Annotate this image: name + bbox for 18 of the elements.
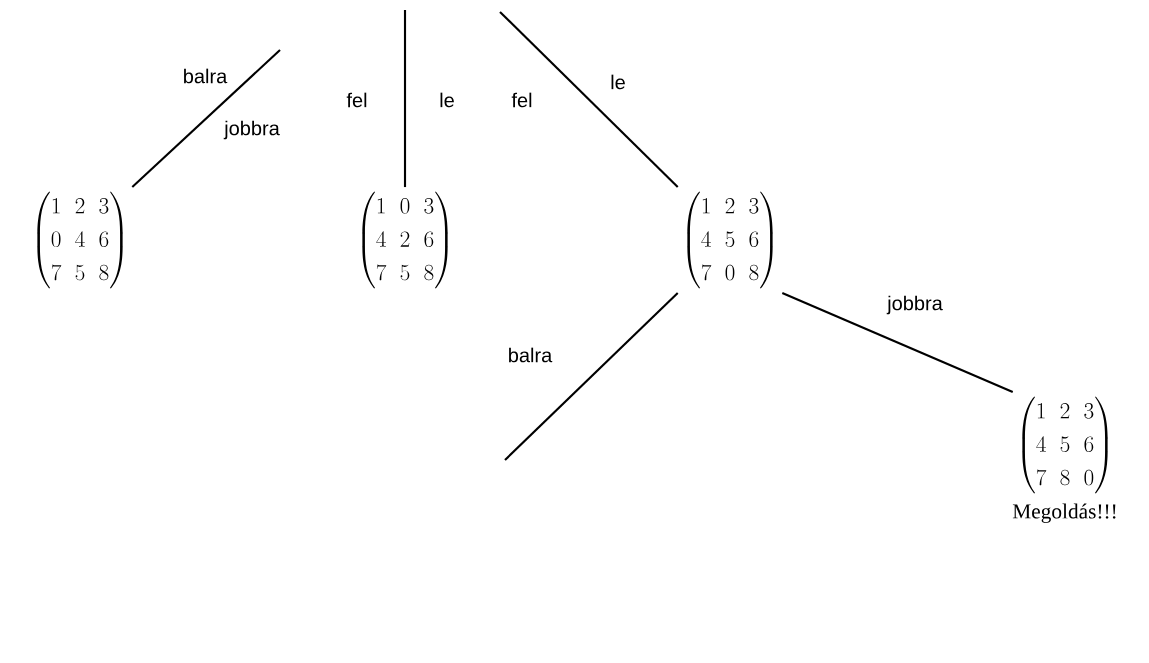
- matrix: $\begin{pmatrix}1&2&3\\4&5&6\\7&0&8\end{pmatrix}$: [687, 191, 773, 289]
- branch-line: [504, 292, 679, 461]
- text-label: le: [437, 91, 457, 109]
- branch-line: [781, 291, 1014, 394]
- matrix: $\begin{pmatrix}1&2&3\\0&4&6\\7&5&8\end{pmatrix}$: [37, 191, 123, 289]
- edge-label: fel: [510, 91, 534, 109]
- edge-label: balra: [506, 346, 554, 364]
- branch-line: [403, 10, 407, 188]
- edge-label: fel: [345, 91, 369, 109]
- text-label: jobbra: [222, 119, 282, 141]
- edge-label: balra: [181, 67, 229, 85]
- node-label: Megoldás!!!: [1012, 503, 1116, 523]
- edge-label: jobbra: [885, 294, 945, 316]
- matrix: $\begin{pmatrix}1&0&3\\4&2&6\\7&5&8\end{pmatrix}$: [362, 191, 448, 289]
- text-label: le: [608, 73, 628, 91]
- matrix: $\begin{pmatrix}1&2&3\\4&5&6\\7&8&0\end{pmatrix}$: [1022, 396, 1108, 494]
- branch-line: [499, 11, 679, 188]
- branch-line: [131, 49, 281, 188]
